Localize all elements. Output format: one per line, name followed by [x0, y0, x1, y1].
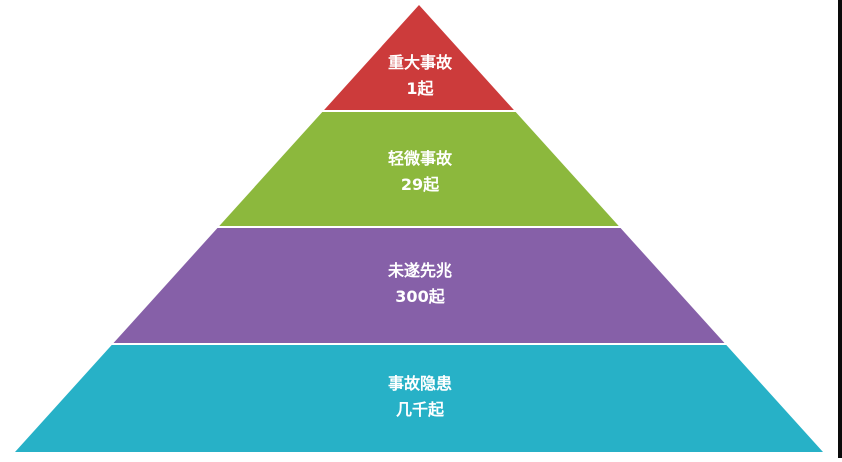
tier-4-name: 事故隐患	[388, 374, 452, 393]
tier-4-count: 几千起	[396, 400, 445, 419]
pyramid-labels: 重大事故 1起 轻微事故 29起 未遂先兆 300起 事故隐患 几千起	[387, 53, 453, 419]
tier-2-name: 轻微事故	[388, 149, 453, 168]
pyramid-tier-3	[113, 228, 725, 343]
pyramid-tier-4	[15, 345, 823, 452]
tier-3-name: 未遂先兆	[387, 261, 452, 280]
tier-1-count: 1起	[406, 79, 434, 98]
pyramid-tiers	[15, 5, 823, 452]
right-edge-bar	[838, 0, 842, 458]
pyramid-tier-1	[324, 5, 514, 110]
tier-3-count: 300起	[395, 287, 445, 306]
tier-2-count: 29起	[401, 175, 440, 194]
pyramid-tier-2	[219, 112, 619, 226]
tier-1-name: 重大事故	[388, 53, 453, 72]
